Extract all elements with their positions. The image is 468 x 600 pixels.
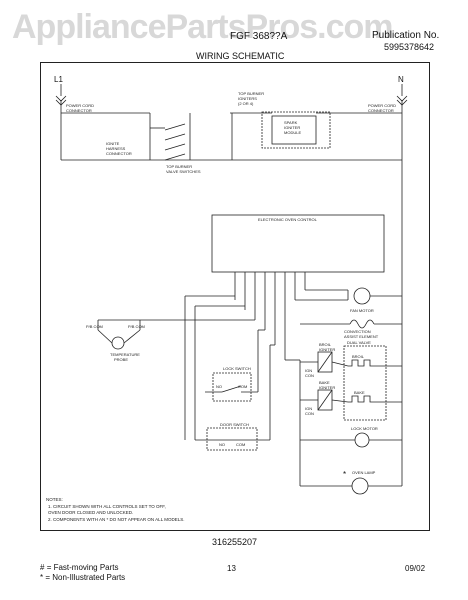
door-switch-label: DOOR SWITCH [220, 422, 249, 427]
part-number: 316255207 [212, 537, 258, 547]
oven-lamp-marker: * [343, 470, 346, 479]
lock-switch-label: LOCK SWITCH [223, 366, 251, 371]
bake-igniter-label-1: BAKE [319, 380, 330, 385]
page-number: 13 [227, 564, 236, 573]
page-title: WIRING SCHEMATIC [196, 51, 285, 61]
ignite-harness-label-1: IGNITE [106, 141, 120, 146]
legend-text: = Non-Illustrated Parts [45, 573, 126, 582]
revision-date: 09/02 [405, 564, 426, 573]
fan-motor-label: FAN MOTOR [350, 308, 374, 313]
ign-con-lower-1: IGN [305, 406, 312, 411]
ignite-harness-label-2: HARNESS [106, 146, 126, 151]
igniters-label-1: TOP BURNER [238, 91, 264, 96]
ign-con-upper-1: IGN [305, 368, 312, 373]
bake-label: BAKE [354, 390, 365, 395]
bake-igniter-label-2: IGNITER [319, 385, 335, 390]
schematic-frame [40, 62, 430, 531]
power-cord-left-label-1: POWER CORD [66, 103, 94, 108]
spark-module-label-2: IGNITER [284, 125, 300, 130]
legend-text: = Fast-moving Parts [46, 563, 119, 572]
legend-symbol: # [40, 563, 45, 572]
spark-module-label-3: MODULE [284, 130, 301, 135]
legend-symbol: * [40, 573, 44, 582]
broil-label: BROIL [352, 354, 365, 359]
dual-valve-label: DUAL VALVE [347, 340, 371, 345]
line-terminal-label: L1 [54, 75, 63, 84]
lock-motor-label: LOCK MOTOR [351, 426, 378, 431]
publication-number: 5995378642 [384, 42, 435, 52]
notes-item-2: OVEN DOOR CLOSED AND UNLOCKED. [48, 510, 133, 515]
door-com-label: COM [236, 442, 245, 447]
watermark: AppliancePartsPros.com [12, 8, 393, 46]
rtd-right-label: P/B COM [128, 324, 145, 329]
eoc-label: ELECTRONIC OVEN CONTROL [258, 217, 318, 222]
spark-module-label-1: SPARK [284, 120, 298, 125]
power-cord-right-label-1: POWER CORD [368, 103, 396, 108]
igniters-label-3: (2 OR 4) [238, 101, 254, 106]
publication-label: Publication No. [372, 30, 440, 41]
valve-switches-label-2: VALVE SWITCHES [166, 169, 201, 174]
notes-title: NOTES: [46, 497, 63, 502]
legend-fast-moving: # = Fast-moving Parts [40, 563, 119, 572]
notes-item-3: 2. COMPONENTS WITH AN * DO NOT APPEAR ON… [48, 517, 185, 522]
power-cord-right-label-2: CONNECTOR [368, 108, 394, 113]
notes-item-1: 1. CIRCUIT SHOWN WITH ALL CONTROLS SET T… [48, 504, 166, 509]
valve-switches-label-1: TOP BURNER [166, 164, 192, 169]
oven-lamp-label: OVEN LAMP [352, 470, 376, 475]
power-cord-left-label-2: CONNECTOR [66, 108, 92, 113]
temp-probe-label-2: PROBE [114, 357, 128, 362]
ignite-harness-label-3: CONNECTOR [106, 151, 132, 156]
igniters-label-2: IGNITERS [238, 96, 257, 101]
legend-non-illustrated: * = Non-Illustrated Parts [40, 573, 125, 582]
ign-con-upper-2: CON [305, 373, 314, 378]
ign-con-lower-2: CON [305, 411, 314, 416]
broil-igniter-label-2: IGNITER [319, 347, 335, 352]
lock-com-label: COM [238, 384, 247, 389]
temp-probe-label-1: TEMPERATURE [110, 352, 140, 357]
rtd-left-label: P/B COM [86, 324, 103, 329]
lock-no-label: NO [216, 384, 222, 389]
convection-label-2: ASSIST ELEMENT [344, 334, 379, 339]
neutral-terminal-label: N [398, 75, 404, 84]
broil-igniter-label-1: BROIL [319, 342, 332, 347]
convection-label-1: CONVECTION [344, 329, 371, 334]
door-no-label: NO [219, 442, 225, 447]
model-number: FGF 368??A [230, 31, 288, 42]
